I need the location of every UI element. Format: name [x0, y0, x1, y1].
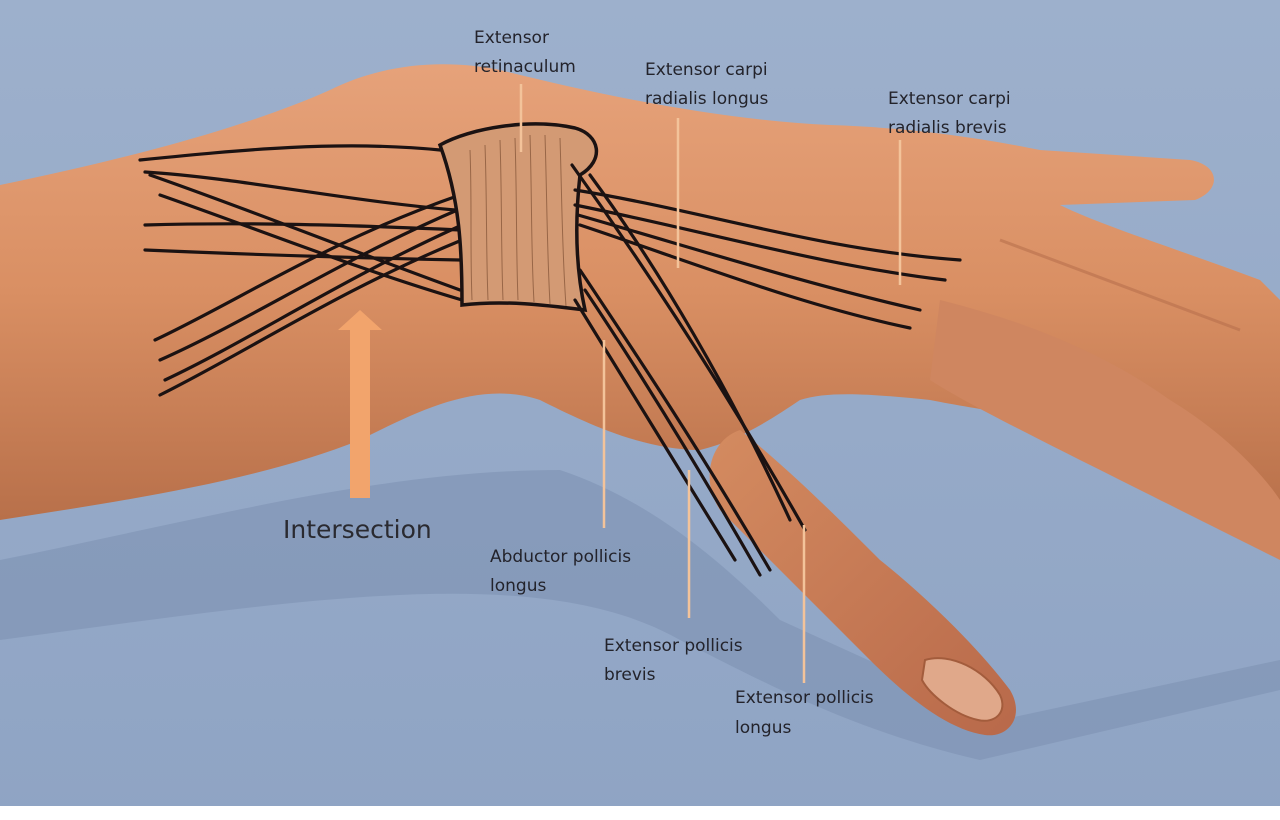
label-extensor-retinaculum: Extensor retinaculum	[474, 28, 576, 77]
label-epl: Extensor pollicis longus	[735, 688, 879, 738]
intersection-arrow	[338, 310, 382, 498]
tendon-bundle-forearm	[138, 144, 464, 397]
tendon-bundle-thumb	[570, 163, 807, 577]
label-ecrl: Extensor carpi radialis longus	[645, 60, 773, 109]
label-intersection: Intersection	[283, 515, 432, 544]
bottom-border	[0, 806, 1280, 820]
label-apl: Abductor pollicis longus	[490, 547, 637, 596]
retinaculum-texture	[469, 134, 567, 307]
thumbnail	[920, 657, 1004, 722]
forearm-hand-skin	[0, 64, 1280, 520]
label-epb: Extensor pollicis brevis	[604, 636, 748, 685]
leader-lines	[519, 84, 902, 683]
arm-shadow	[0, 470, 1280, 760]
middle-finger-knuckle-crease	[999, 238, 1241, 332]
index-finger	[930, 300, 1280, 560]
label-ecrb: Extensor carpi radialis brevis	[888, 89, 1016, 138]
extensor-retinaculum-band	[437, 122, 599, 313]
